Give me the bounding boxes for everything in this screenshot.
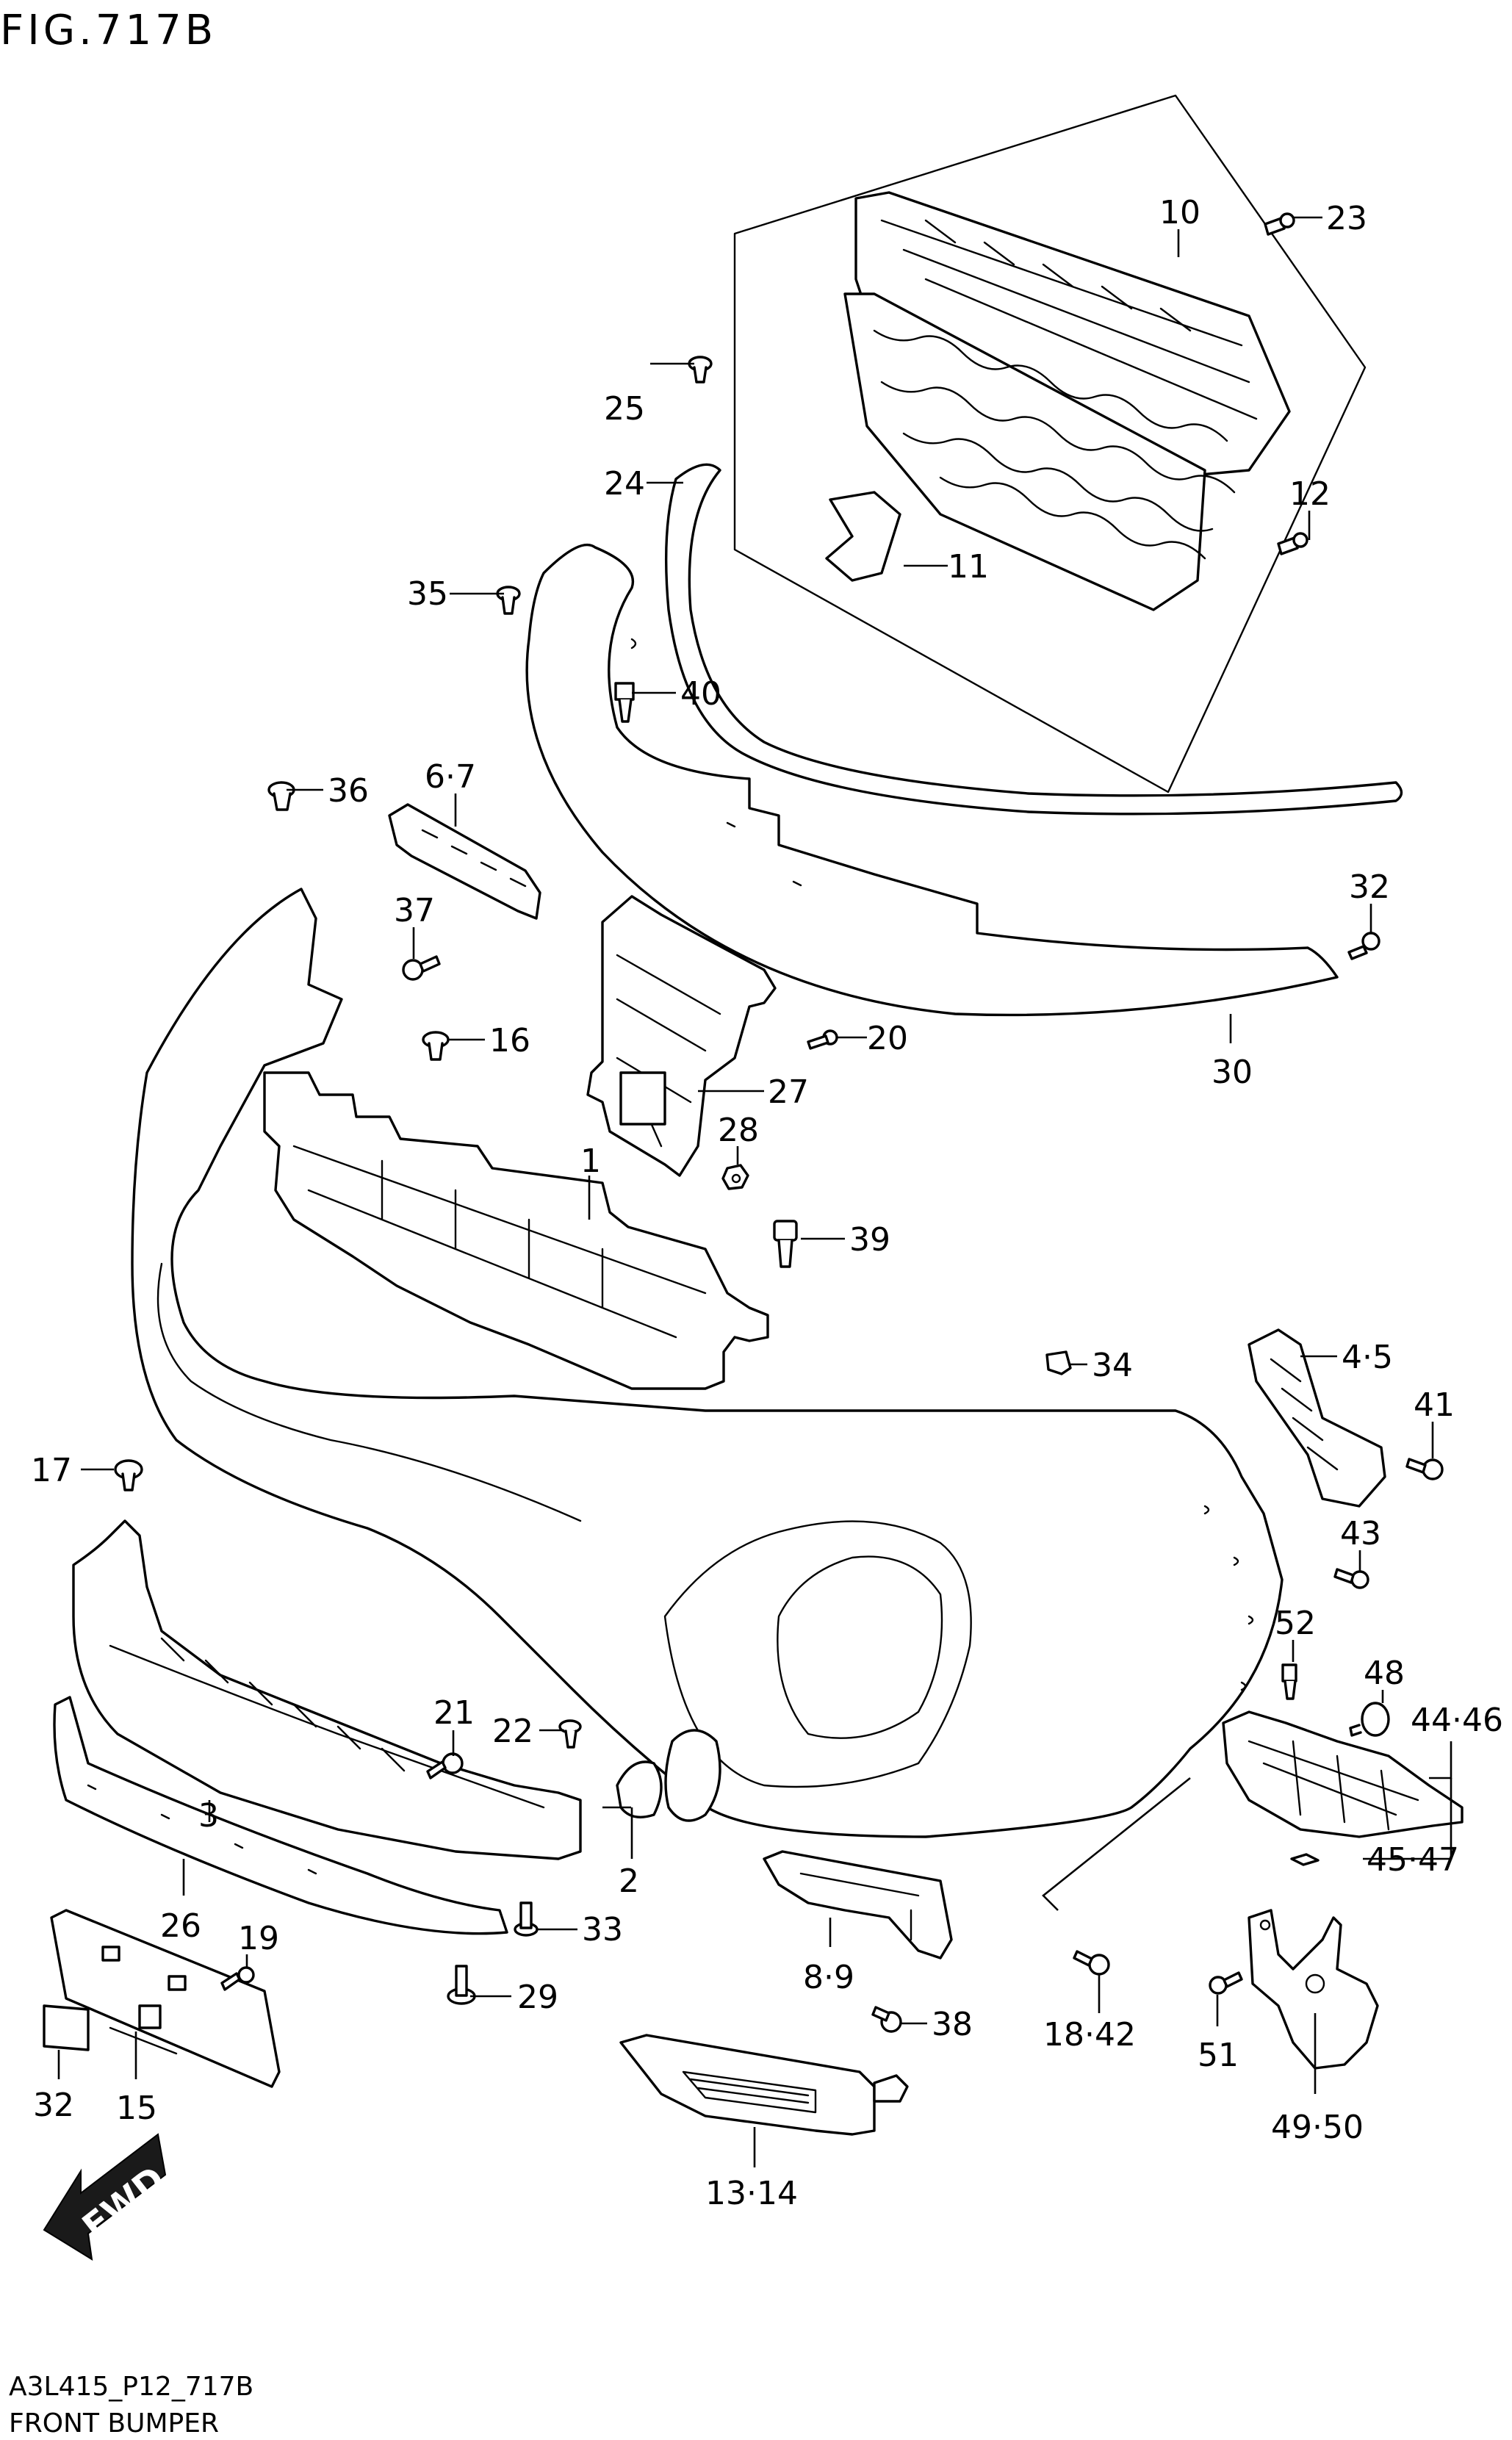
leader-lines bbox=[57, 216, 1452, 2167]
screw-34 bbox=[1045, 1350, 1072, 1375]
grille-assembly-box bbox=[733, 94, 1367, 793]
callout-1: 1 bbox=[580, 1142, 601, 1180]
callout-36: 36 bbox=[328, 772, 369, 810]
callout-19: 19 bbox=[238, 1920, 279, 1957]
screw-52 bbox=[1281, 1663, 1297, 1700]
molding-strip bbox=[664, 463, 1403, 816]
upper-cover bbox=[525, 543, 1339, 1017]
callout-4-5: 4·5 bbox=[1342, 1339, 1393, 1376]
bolt-39 bbox=[773, 1220, 798, 1268]
callout-33: 33 bbox=[582, 1911, 623, 1948]
callout-labels: 10 23 12 11 25 24 35 40 36 6·7 37 16 20 … bbox=[31, 194, 1503, 2212]
nut-28 bbox=[721, 1164, 749, 1190]
clip-17 bbox=[114, 1459, 143, 1491]
bolt-33 bbox=[514, 1901, 539, 1937]
callout-45-47: 45·47 bbox=[1367, 1841, 1459, 1879]
bolt-29 bbox=[447, 1965, 476, 2005]
fwd-arrow-icon: FWD bbox=[43, 2133, 173, 2261]
callout-8-9: 8·9 bbox=[803, 1959, 854, 1996]
callout-32: 32 bbox=[1349, 868, 1390, 906]
mud-guard-bracket bbox=[1248, 1909, 1379, 2070]
callout-20: 20 bbox=[867, 1020, 908, 1057]
callout-34: 34 bbox=[1092, 1347, 1133, 1384]
callout-51: 51 bbox=[1198, 2037, 1239, 2074]
bumper-reinforcement bbox=[263, 1071, 769, 1390]
callout-24: 24 bbox=[604, 465, 645, 503]
callout-10: 10 bbox=[1159, 194, 1200, 231]
screw-19 bbox=[220, 1966, 255, 1991]
screw-43 bbox=[1333, 1568, 1369, 1589]
bumper-cover bbox=[131, 888, 1284, 1838]
callout-31: 32 bbox=[33, 2087, 74, 2124]
lower-spoiler bbox=[53, 1696, 508, 1935]
nut-45 bbox=[1290, 1853, 1320, 1866]
callout-15: 15 bbox=[116, 2090, 157, 2127]
callout-41: 41 bbox=[1414, 1386, 1455, 1424]
callout-26: 26 bbox=[160, 1907, 201, 1945]
figure-title: FIG.717B bbox=[0, 7, 217, 54]
screw-37 bbox=[402, 955, 441, 981]
callout-6-7: 6·7 bbox=[425, 758, 476, 796]
clip-32 bbox=[1347, 932, 1380, 960]
callout-43: 43 bbox=[1340, 1515, 1381, 1552]
callout-22: 21 bbox=[433, 1694, 475, 1732]
callout-3: 3 bbox=[198, 1797, 219, 1835]
tow-hook-cover bbox=[616, 1760, 663, 1818]
callout-49-50: 49·50 bbox=[1271, 2109, 1364, 2146]
lower-bracket bbox=[763, 1850, 953, 1959]
callout-13-14: 13·14 bbox=[705, 2175, 798, 2212]
callout-35: 35 bbox=[407, 575, 448, 613]
callout-30: 30 bbox=[1212, 1054, 1253, 1091]
callout-18-42: 18·42 bbox=[1043, 2016, 1136, 2054]
clip-35 bbox=[496, 586, 521, 615]
callout-39: 39 bbox=[849, 1221, 890, 1259]
callout-28: 28 bbox=[718, 1112, 759, 1149]
clip-36 bbox=[267, 781, 295, 811]
screw-22 bbox=[426, 1752, 464, 1779]
clip-16 bbox=[422, 1031, 450, 1061]
callout-27: 27 bbox=[768, 1073, 809, 1111]
callout-12: 12 bbox=[1289, 475, 1331, 513]
figure-code: A3L415_P12_717B bbox=[9, 2372, 253, 2402]
fog-lamp-cover bbox=[619, 2034, 876, 2136]
figure-caption: FRONT BUMPER bbox=[9, 2408, 219, 2439]
screw-51 bbox=[1209, 1971, 1243, 1995]
plate-seal bbox=[43, 2004, 90, 2051]
callout-29: 29 bbox=[517, 1979, 558, 2016]
clip-48 bbox=[1349, 1702, 1390, 1737]
callout-52: 52 bbox=[1275, 1605, 1316, 1642]
side-bracket-right bbox=[1248, 1328, 1386, 1508]
callout-44-46: 44·46 bbox=[1411, 1702, 1503, 1739]
bolt-40 bbox=[614, 682, 635, 723]
callout-40: 40 bbox=[680, 675, 721, 713]
screw-38 bbox=[871, 2006, 902, 2033]
callout-38: 38 bbox=[932, 2006, 973, 2043]
callout-2: 2 bbox=[619, 1863, 639, 1900]
screw-41 bbox=[1405, 1458, 1444, 1480]
callout-21: 23 bbox=[1326, 200, 1367, 237]
callout-16: 16 bbox=[489, 1022, 530, 1059]
screw-18 bbox=[1073, 1950, 1110, 1976]
clip-25 bbox=[688, 356, 713, 384]
callout-25: 25 bbox=[604, 390, 645, 428]
callout-48: 48 bbox=[1364, 1655, 1405, 1692]
callout-23: 22 bbox=[492, 1713, 533, 1750]
callout-17: 17 bbox=[31, 1452, 72, 1489]
callout-37: 37 bbox=[394, 892, 435, 929]
screw-23 bbox=[558, 1719, 582, 1749]
screw-20 bbox=[807, 1029, 838, 1050]
callout-11: 11 bbox=[948, 548, 989, 586]
